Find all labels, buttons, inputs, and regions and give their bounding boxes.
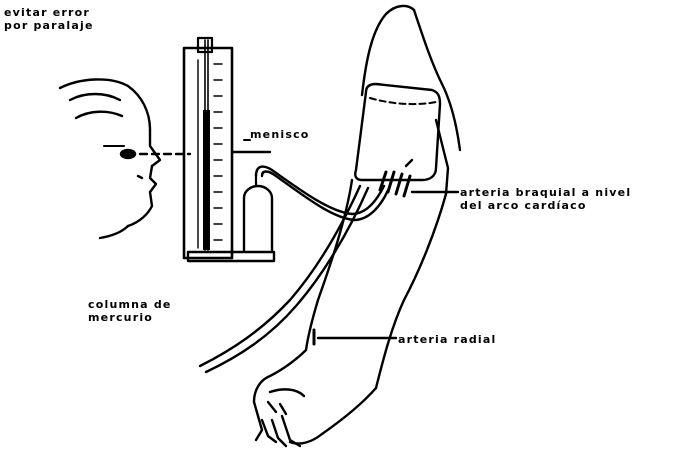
scale-ticks <box>214 64 222 240</box>
patient-arm <box>306 6 460 388</box>
label-line: del arco cardíaco <box>460 199 631 212</box>
label-line: arteria braquial a nivel <box>460 186 631 199</box>
label-line: columna de <box>88 298 172 311</box>
observer-face <box>60 79 160 238</box>
tube-down-arm <box>200 186 368 372</box>
mercury-column-fill <box>203 110 210 250</box>
label-line: mercurio <box>88 311 172 324</box>
patient-hand <box>254 350 376 446</box>
rubber-tubing <box>256 167 388 220</box>
label-avoid-parallax-error: evitar error por paralaje <box>4 6 94 32</box>
label-brachial-artery: arteria braquial a nivel del arco cardía… <box>460 186 631 212</box>
label-line: evitar error <box>4 6 94 19</box>
label-line: por paralaje <box>4 19 94 32</box>
label-meniscus: menisco <box>250 128 310 141</box>
brachial-artery-mark <box>380 160 412 196</box>
blood-pressure-cuff <box>355 84 440 180</box>
label-mercury-column: columna de mercurio <box>88 298 172 324</box>
label-radial-artery: arteria radial <box>398 333 497 346</box>
mercury-manometer <box>184 38 274 261</box>
